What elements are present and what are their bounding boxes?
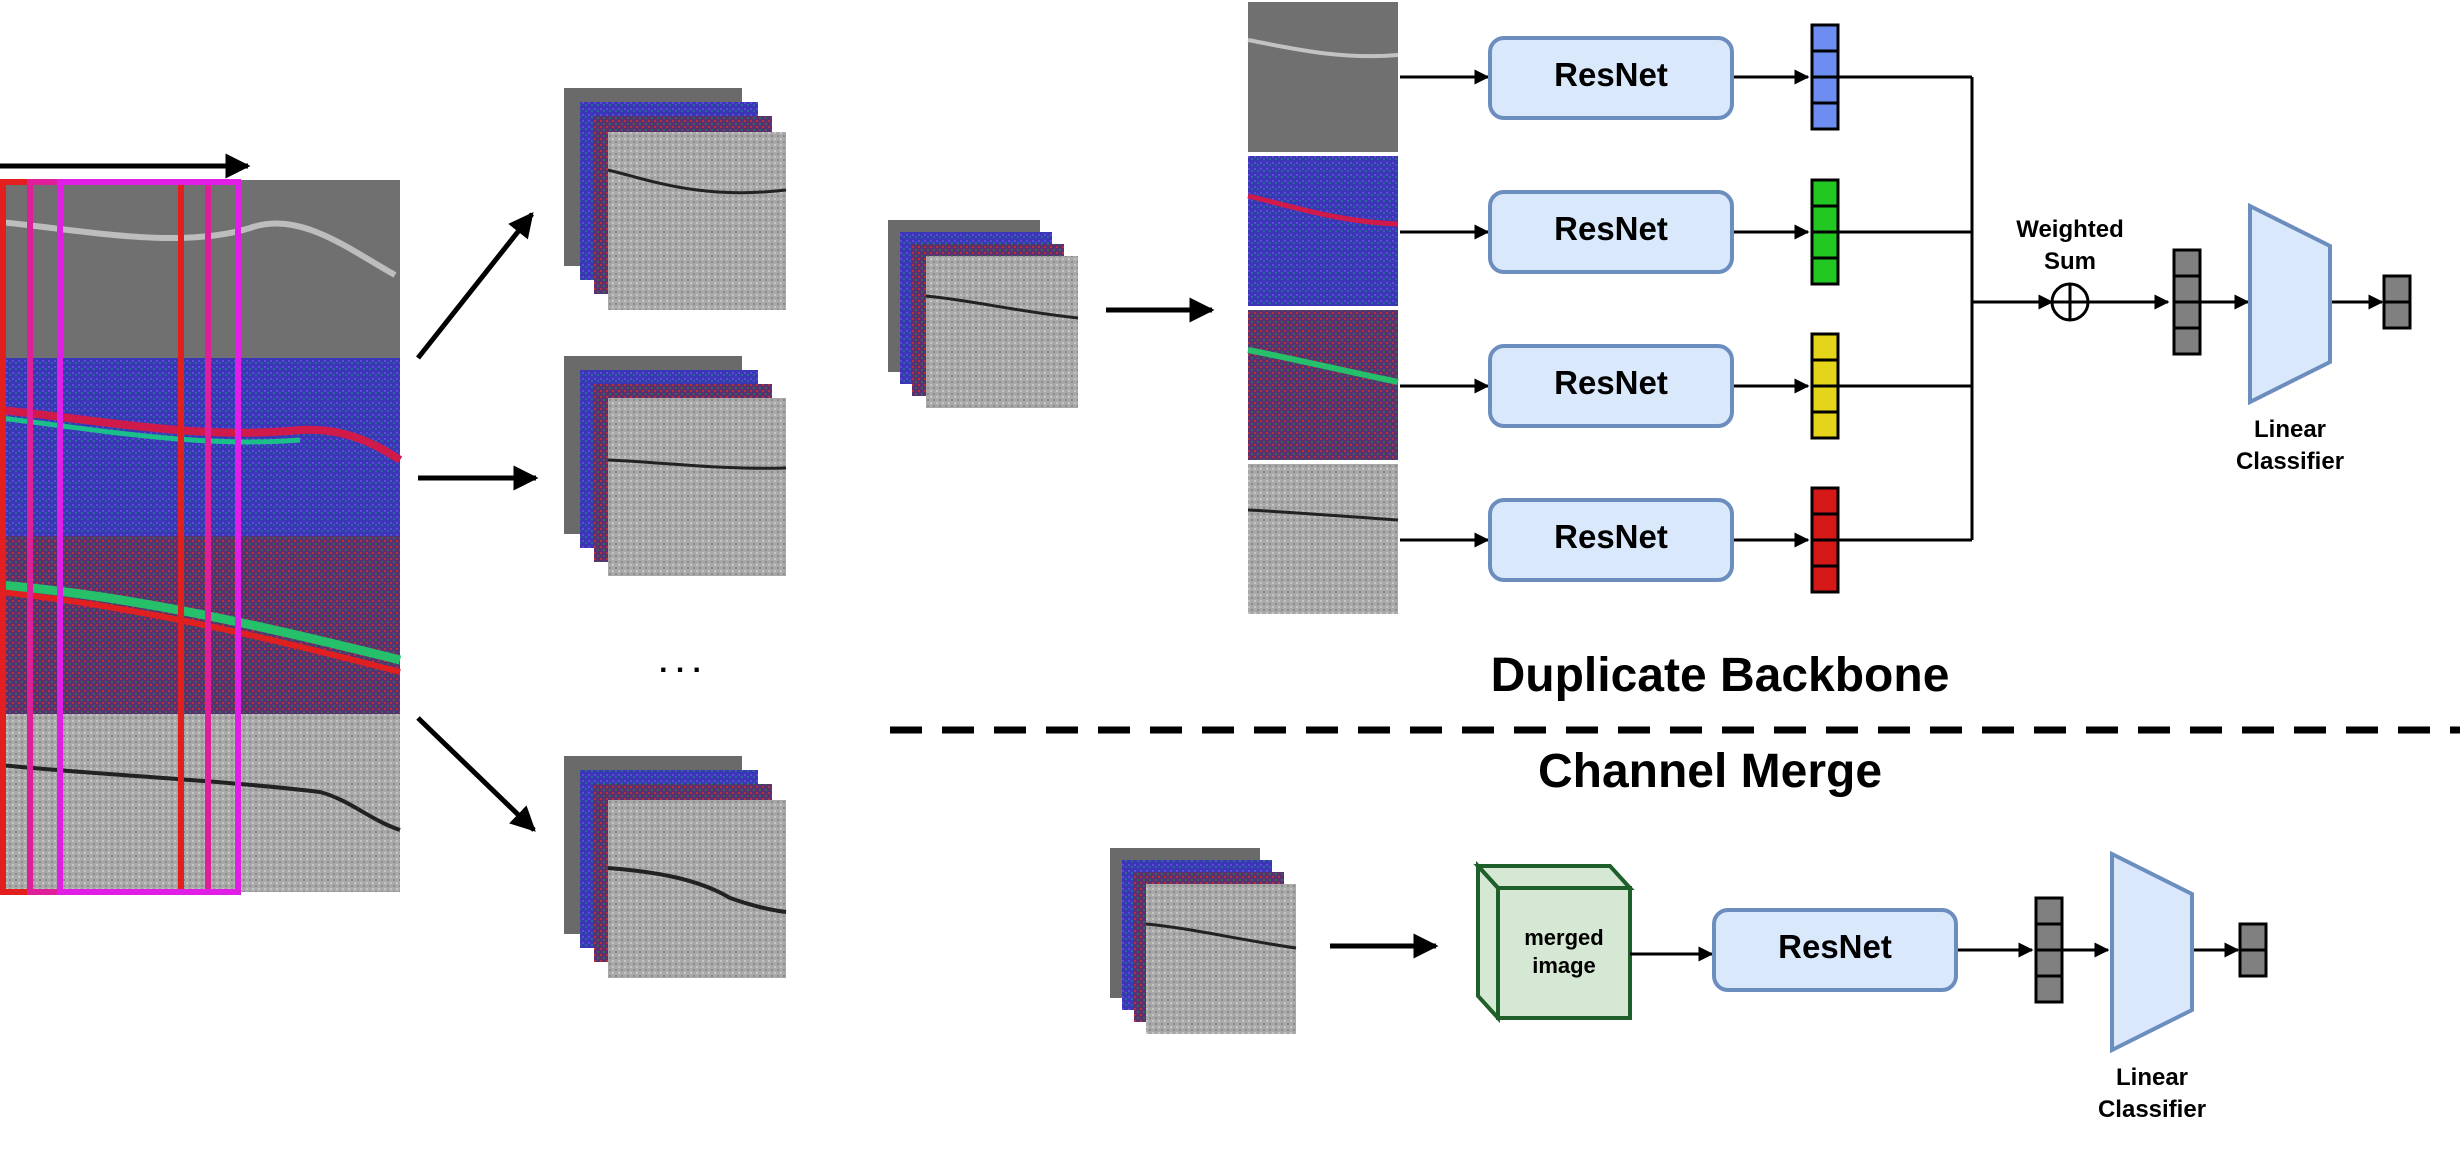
scan-layer-line (1247, 508, 1399, 522)
scan-layer-line (607, 168, 787, 195)
scan-layer-line (607, 458, 787, 470)
stack-layer-front (608, 132, 786, 310)
window-frame-magenta (57, 179, 241, 895)
cube-icon (1473, 860, 1635, 1024)
resnet-box-3 (1488, 344, 1734, 428)
merge-output-vector (2238, 922, 2268, 978)
crop-arrow-down (416, 716, 536, 832)
feature-vector-green (1810, 178, 1840, 286)
duplicate-backbone-title: Duplicate Backbone (1490, 649, 1950, 702)
merge-resnet-label: ResNet (1778, 928, 1892, 965)
scan-panel-gray (0, 180, 400, 358)
merge-input-stack (1110, 848, 1297, 1034)
resnet-label-2: ResNet (1554, 210, 1668, 247)
trapezoid-classifier-icon (2248, 202, 2332, 406)
sum-circle-icon (2050, 282, 2090, 322)
scan-layer-line (1145, 922, 1297, 950)
crop-stack-1 (564, 88, 787, 310)
resnet-label-4: ResNet (1554, 518, 1668, 555)
channel-image-light (1248, 464, 1398, 614)
stack-layer-front (1146, 884, 1296, 1034)
channel-image-blue (1248, 156, 1398, 306)
channel-image-red (1248, 310, 1398, 460)
stack-layer-front (608, 800, 786, 978)
merge-feature-vector (2034, 896, 2064, 1004)
resnet-to-feature-arrows (1734, 69, 1810, 548)
resnet-label-1: ResNet (1554, 56, 1668, 93)
crop-stack-3 (564, 756, 787, 978)
feature-join-lines (1838, 75, 1974, 542)
scan-layer-line (0, 415, 301, 445)
crop-arrow-up (416, 212, 534, 360)
scan-panel-blue (0, 358, 400, 536)
resnet-box-4 (1488, 498, 1734, 582)
pooled-feature-vector (2172, 248, 2202, 356)
scan-panel-light (0, 714, 400, 892)
source-scan-stack (0, 180, 403, 892)
resnet-box-1 (1488, 36, 1734, 120)
scan-layer-line (607, 866, 787, 914)
merge-resnet-box (1712, 908, 1958, 992)
linear-classifier-label: Linear Classifier (2235, 416, 2345, 475)
scan-layer-line (1247, 347, 1399, 385)
weighted-sum-label: Weighted Sum (2016, 216, 2124, 275)
ellipsis: . . . (659, 646, 701, 679)
scan-layer-line (0, 589, 401, 675)
channel-image-gray (1248, 2, 1398, 152)
merge-linear-classifier-label: Linear Classifier (2097, 1064, 2207, 1123)
scan-layer-line (1247, 38, 1399, 59)
backbone-input-stack (888, 220, 1079, 408)
sliding-windows (0, 179, 241, 895)
trapezoid-classifier-icon (2110, 850, 2194, 1054)
stack-layer-front (926, 256, 1078, 408)
scan-layer-line (1247, 193, 1399, 227)
resnet-box-2 (1488, 190, 1734, 274)
stack-layer-front (608, 398, 786, 576)
merged-image-label: merged image (1524, 925, 1604, 978)
channel-to-resnet-arrows (1400, 69, 1490, 548)
channel-images (1247, 2, 1399, 614)
feature-vector-yellow (1810, 332, 1840, 440)
scan-layer-line (0, 763, 401, 832)
feature-vector-blue (1810, 23, 1840, 131)
crop-stack-2 (564, 356, 787, 576)
output-vector (2382, 274, 2412, 330)
scan-layer-line (0, 580, 402, 665)
scan-layer-line (0, 406, 403, 464)
channel-merge-title: Channel Merge (1537, 745, 1883, 798)
scan-layer-line (0, 219, 397, 278)
feature-vector-red (1810, 486, 1840, 594)
resnet-boxes (1488, 36, 1734, 582)
resnet-label-3: ResNet (1554, 364, 1668, 401)
scan-layer-line (925, 294, 1079, 320)
